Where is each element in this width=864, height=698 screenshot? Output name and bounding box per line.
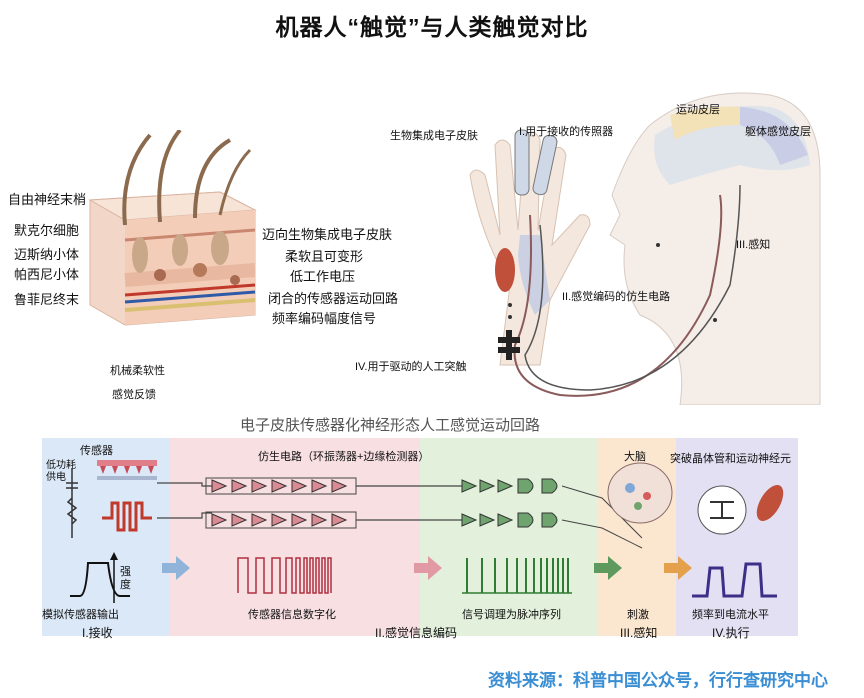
synapse-label: 突破晶体管和运动神经元 — [670, 453, 791, 465]
property-label: 感觉反馈 — [112, 389, 156, 401]
brain-label: 大脑 — [624, 451, 646, 463]
stage-perceive: III.感知 — [620, 626, 658, 640]
motor-cortex-label: 运动皮层 — [676, 104, 720, 116]
page-title: 机器人“触觉”与人类触觉对比 — [275, 14, 589, 40]
caption-pulse: 信号调理为脉冲序列 — [462, 609, 561, 621]
actuator-label: IV.用于驱动的人工突触 — [355, 361, 467, 373]
stage-bg-condition — [420, 438, 598, 636]
caption-analog: 模拟传感器输出 — [42, 609, 119, 621]
stage-encode: II.感觉信息编码 — [375, 626, 458, 640]
property-label: 机械柔软性 — [110, 365, 165, 377]
stage-bg-execute — [676, 438, 798, 636]
loop-title: 电子皮肤传感器化神经形态人工感觉运动回路 — [239, 417, 540, 434]
somatosensory-label: 躯体感觉皮层 — [745, 126, 811, 138]
circuit-label: 仿生电路（环振荡器+边缘检测器） — [258, 451, 430, 463]
source-note: 资料来源：科普中国公众号，行行查研究中心 — [488, 671, 828, 690]
loop-circuit-diagram — [66, 460, 784, 603]
receptor-label: 帕西尼小体 — [14, 267, 80, 282]
caption-current: 频率到电流水平 — [692, 609, 769, 621]
hand-head-illustration — [469, 92, 821, 405]
bio-skin-label: 生物集成电子皮肤 — [390, 130, 478, 142]
sensor-label: 传感器 — [80, 445, 113, 457]
stage-execute: IV.执行 — [712, 626, 750, 640]
receptor-label: 默克尔细胞 — [14, 223, 80, 238]
receptor-label: 鲁菲尼终末 — [14, 292, 80, 307]
receiver-label: I.用于接收的传照器 — [519, 126, 614, 138]
feature-item: 低工作电压 — [290, 269, 356, 284]
caption-digitize: 传感器信息数字化 — [248, 609, 336, 621]
power-label: 低功耗供电 — [46, 460, 76, 483]
perception-label: III.感知 — [736, 239, 771, 251]
stage-bg-receive — [42, 438, 170, 636]
caption-stimulate: 刺激 — [627, 609, 649, 621]
receptor-label: 自由神经末梢 — [8, 192, 87, 207]
feature-item: 柔软且可变形 — [285, 249, 364, 264]
bionic-circuit-label: II.感觉编码的仿生电路 — [562, 291, 671, 303]
receptor-label: 迈斯纳小体 — [14, 247, 80, 262]
skin-illustration — [88, 130, 257, 326]
feature-item: 迈向生物集成电子皮肤 — [262, 227, 393, 242]
feature-item: 频率编码幅度信号 — [272, 311, 377, 326]
intensity-label: 强度 — [120, 566, 131, 591]
stage-bg-encode — [170, 438, 420, 636]
feature-item: 闭合的传感器运动回路 — [268, 291, 399, 306]
stage-receive: I.接收 — [82, 626, 113, 640]
